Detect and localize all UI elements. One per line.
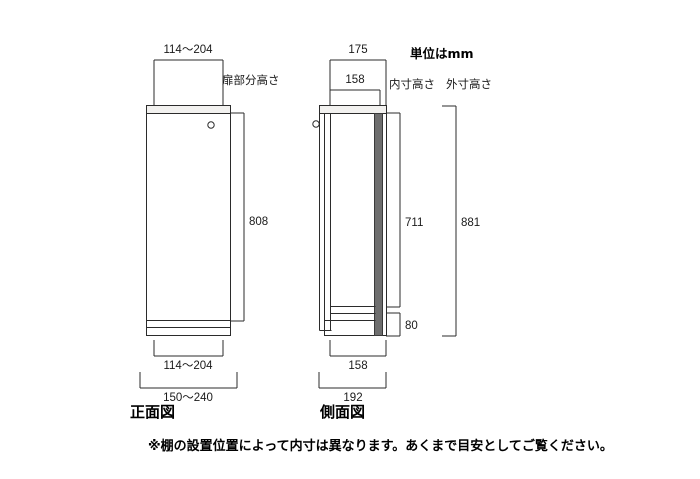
side-view-group: 175 158 内寸高さ 外寸高さ 711: [312, 44, 492, 421]
front-bottom-width-value: 114〜204: [163, 360, 213, 372]
side-bottom-inner-dimension: [329, 340, 387, 357]
front-top-width-dimension: [153, 59, 224, 112]
front-base-width-value: 150〜240: [163, 392, 213, 404]
front-view-name: 正面図: [130, 403, 175, 421]
side-base-height-dimension: [386, 312, 401, 337]
front-base-width-dimension: [139, 372, 238, 389]
side-door-knob-icon: [312, 120, 320, 128]
side-top-panel: [319, 105, 387, 114]
side-inner-height-value: 711: [405, 217, 423, 229]
side-bottom-outer-value: 192: [343, 392, 362, 404]
door-knob-icon: [207, 121, 215, 129]
unit-title: 単位はmm: [410, 46, 474, 61]
front-top-width-value: 114〜204: [163, 44, 213, 56]
side-outer-height-dimension: [442, 105, 457, 337]
side-bottom-outer-dimension: [318, 372, 387, 389]
side-outer-depth-value: 175: [348, 44, 367, 56]
side-inner-height-dimension: [386, 112, 401, 308]
side-view-name: 側面図: [319, 403, 365, 421]
side-back-panel: [374, 113, 383, 336]
side-inner-depth-value: 158: [345, 74, 364, 86]
outer-height-label: 外寸高さ: [446, 77, 492, 91]
disclaimer-note: ※棚の設置位置によって内寸は異なります。あくまで目安としてご覧ください。: [148, 438, 613, 454]
front-bottom-width-dimension: [153, 340, 224, 357]
front-height-dimension: [230, 112, 245, 322]
front-view-group: 114〜204 扉部分高さ 808 114〜204: [130, 44, 280, 421]
front-height-value: 808: [249, 216, 268, 228]
door-height-label: 扉部分高さ: [222, 73, 280, 87]
side-bottom-inner-value: 158: [348, 360, 367, 372]
front-top-panel: [146, 105, 231, 114]
front-cabinet-body: [146, 113, 231, 336]
side-outer-height-value: 881: [461, 217, 480, 229]
side-base-height-value: 80: [405, 320, 418, 332]
inner-height-label: 内寸高さ: [389, 77, 435, 91]
